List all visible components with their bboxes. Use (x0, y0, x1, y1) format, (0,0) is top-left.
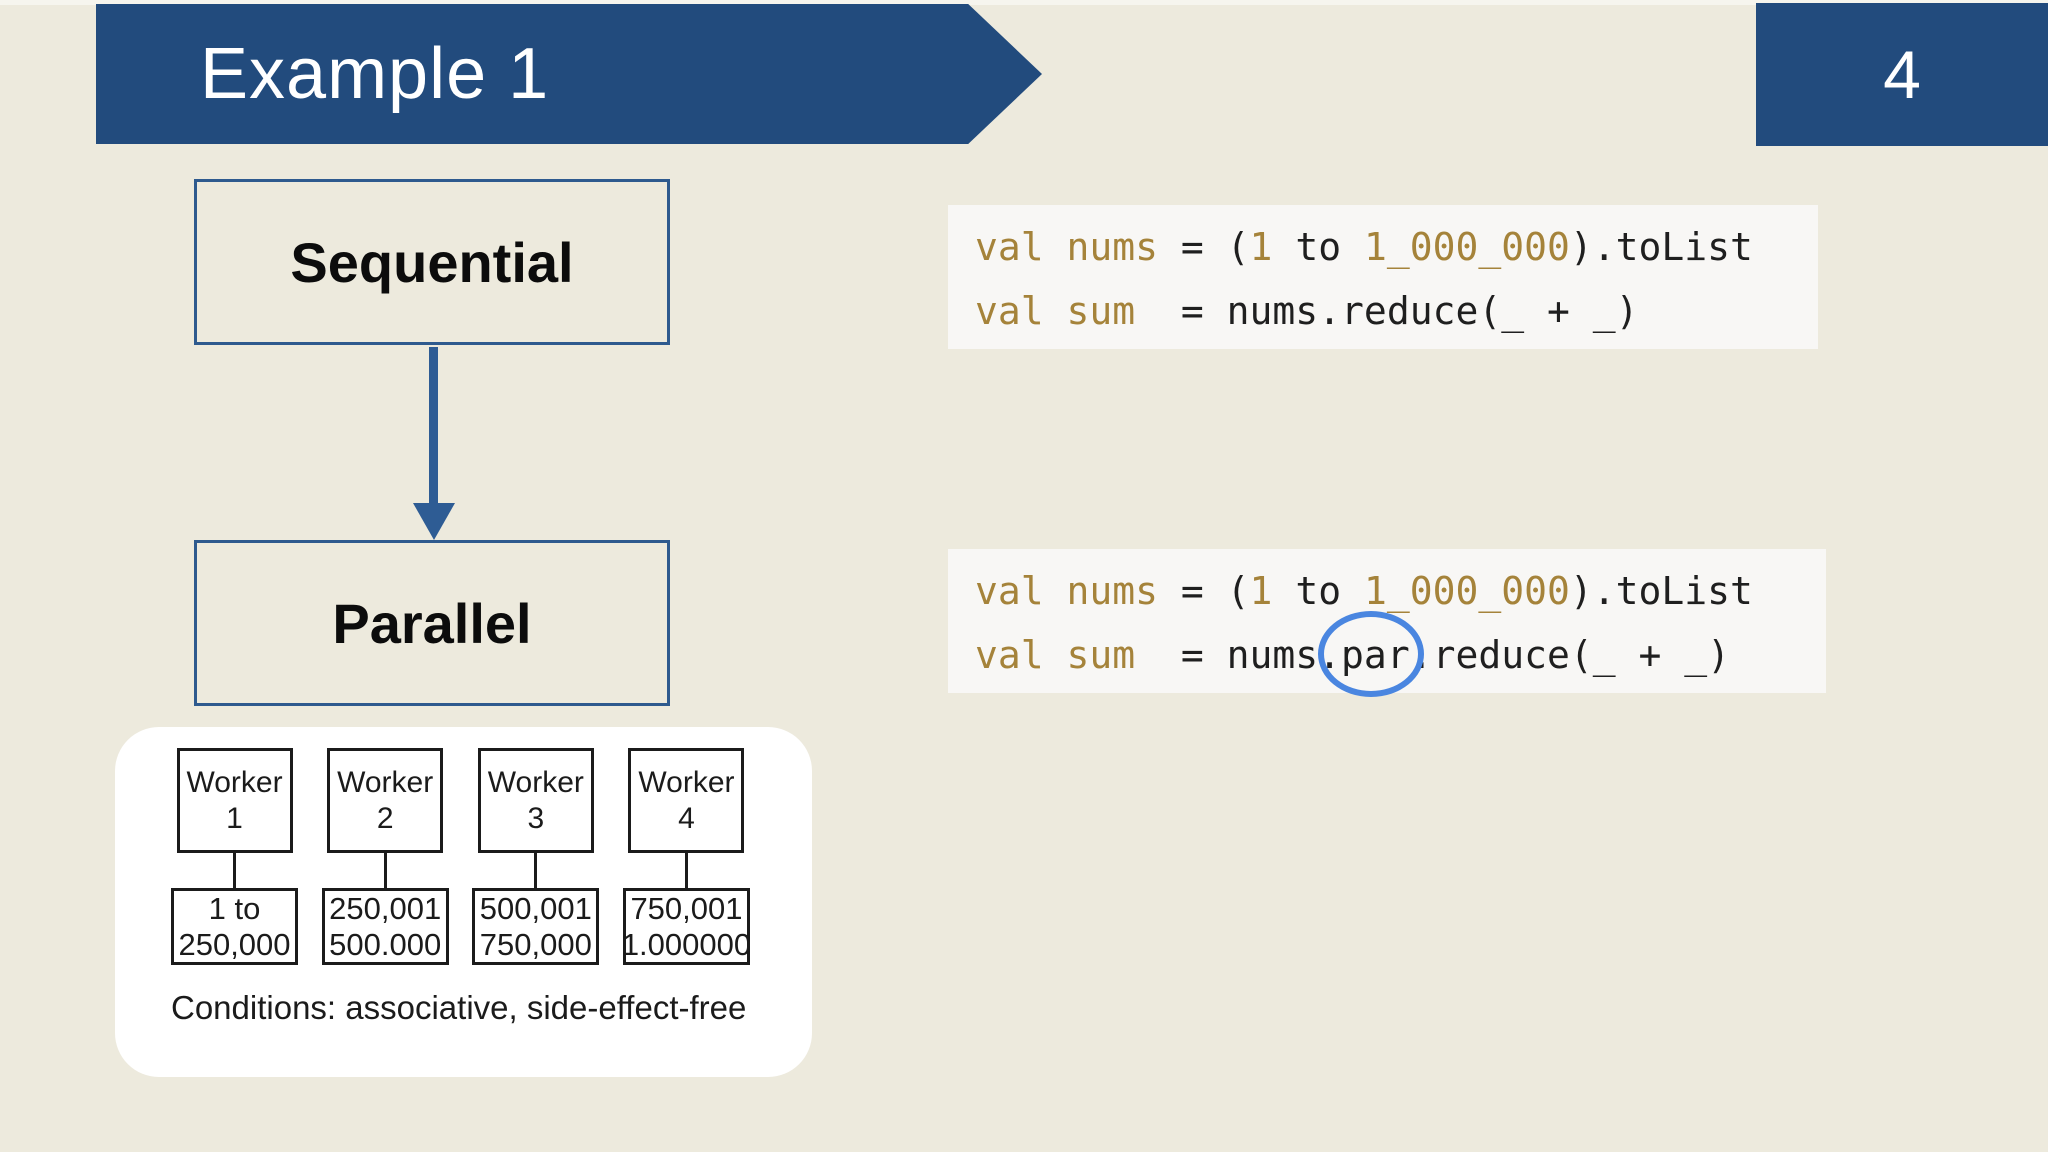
title-banner: Example 1 (96, 4, 1042, 144)
code-token: to (1272, 225, 1364, 269)
parallel-box: Parallel (194, 540, 670, 706)
worker-connector (383, 853, 387, 888)
worker-range-line: 750,001 (630, 890, 743, 926)
code-token: to (1272, 569, 1364, 613)
flow-arrow-head-icon (413, 503, 455, 540)
code-token: = nums.reduce(_ + _) (1135, 289, 1639, 333)
worker-box-line: 1 (226, 801, 243, 835)
worker-range-line: 250,001 (329, 890, 442, 926)
worker-range-line: 1 to (208, 890, 261, 926)
page-number-badge: 4 (1756, 3, 2048, 146)
parallel-label: Parallel (332, 591, 532, 655)
worker-range-line: 750,000 (479, 926, 592, 962)
worker-connector (534, 853, 538, 888)
code-token: = ( (1158, 225, 1250, 269)
slide-title: Example 1 (200, 34, 550, 114)
worker-box-line: Worker (487, 765, 584, 799)
code-token: val sum (975, 633, 1136, 677)
worker-range-line: 250,000 (178, 926, 291, 962)
code-line: val nums = (1 to 1_000_000).toList (975, 559, 1826, 623)
worker-box-line: Worker (638, 765, 735, 799)
worker-box-line: 3 (527, 801, 545, 835)
code-token: ).toList (1569, 225, 1753, 269)
worker-range-line: 500,001 (479, 890, 592, 926)
worker-box-line: 4 (678, 801, 695, 835)
code-line: val nums = (1 to 1_000_000).toList (975, 215, 1818, 279)
code-line: val sum = nums.reduce(_ + _) (975, 279, 1818, 343)
worker-range-line: 500.000 (329, 926, 442, 962)
header-underline (0, 0, 2048, 5)
worker-box-line: 2 (376, 801, 394, 835)
code-token: val sum (975, 289, 1136, 333)
flow-arrow-shaft (429, 347, 438, 507)
page-number: 4 (1883, 36, 1921, 113)
code-token: val nums (975, 569, 1159, 613)
code-token: ).toList (1569, 569, 1753, 613)
code-token: val nums (975, 225, 1159, 269)
code-token: 1 (1249, 569, 1273, 613)
worker-connector (684, 853, 688, 888)
par-highlight-circle (1318, 611, 1424, 697)
code-token: 1_000_000 (1363, 225, 1570, 269)
worker-box-line: Worker (186, 765, 283, 799)
code-token: 1_000_000 (1363, 569, 1570, 613)
code-token: = nums.par.reduce(_ + _) (1135, 633, 1730, 677)
worker-range-line: 1.000000 (621, 926, 752, 962)
sequential-label: Sequential (290, 230, 574, 294)
conditions-text: Conditions: associative, side-effect-fre… (171, 989, 747, 1026)
worker-box-line: Worker (337, 765, 434, 799)
code-token: = ( (1158, 569, 1250, 613)
code-token: 1 (1249, 225, 1273, 269)
worker-connector (233, 853, 236, 888)
sequential-box: Sequential (194, 179, 670, 345)
